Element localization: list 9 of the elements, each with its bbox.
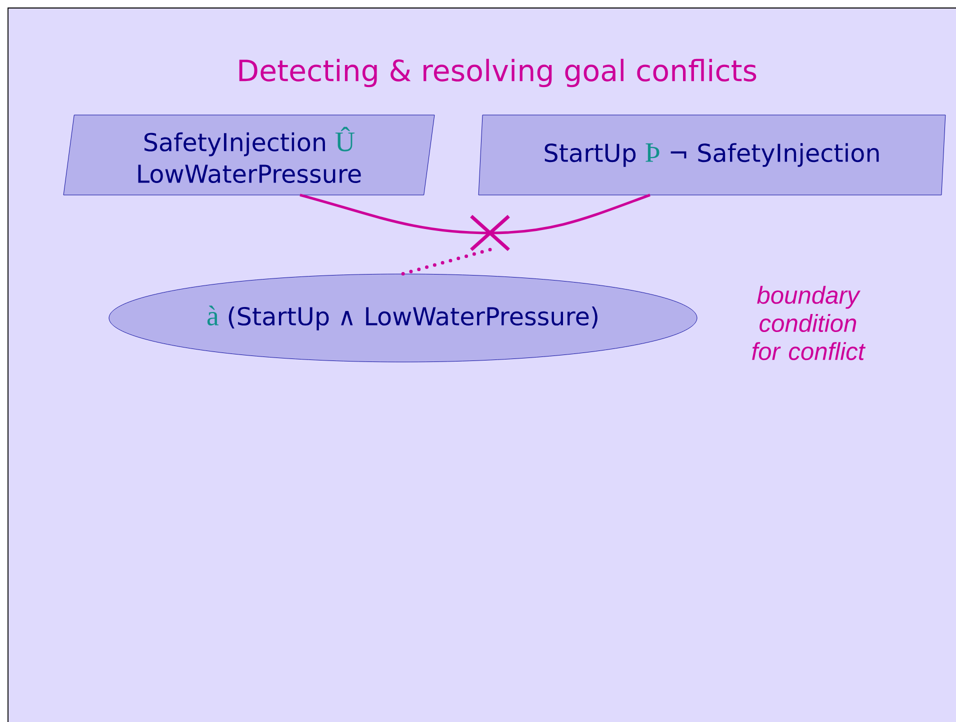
dotted-connector — [401, 248, 492, 276]
parallelogram-box: SafetyInjection Û LowWaterPressure — [63, 114, 435, 196]
ellipse-node: à (StartUp ∧ LowWaterPressure) — [108, 274, 698, 362]
parallelogram-box: StartUp Þ ¬ SafetyInjection — [478, 114, 946, 196]
note: boundary condition for conflict — [752, 286, 866, 360]
cross-mark — [469, 214, 511, 252]
conflict-curve — [490, 194, 650, 234]
conflict-curve — [300, 194, 490, 234]
title: Detecting & resolving goal conflicts — [239, 58, 756, 88]
